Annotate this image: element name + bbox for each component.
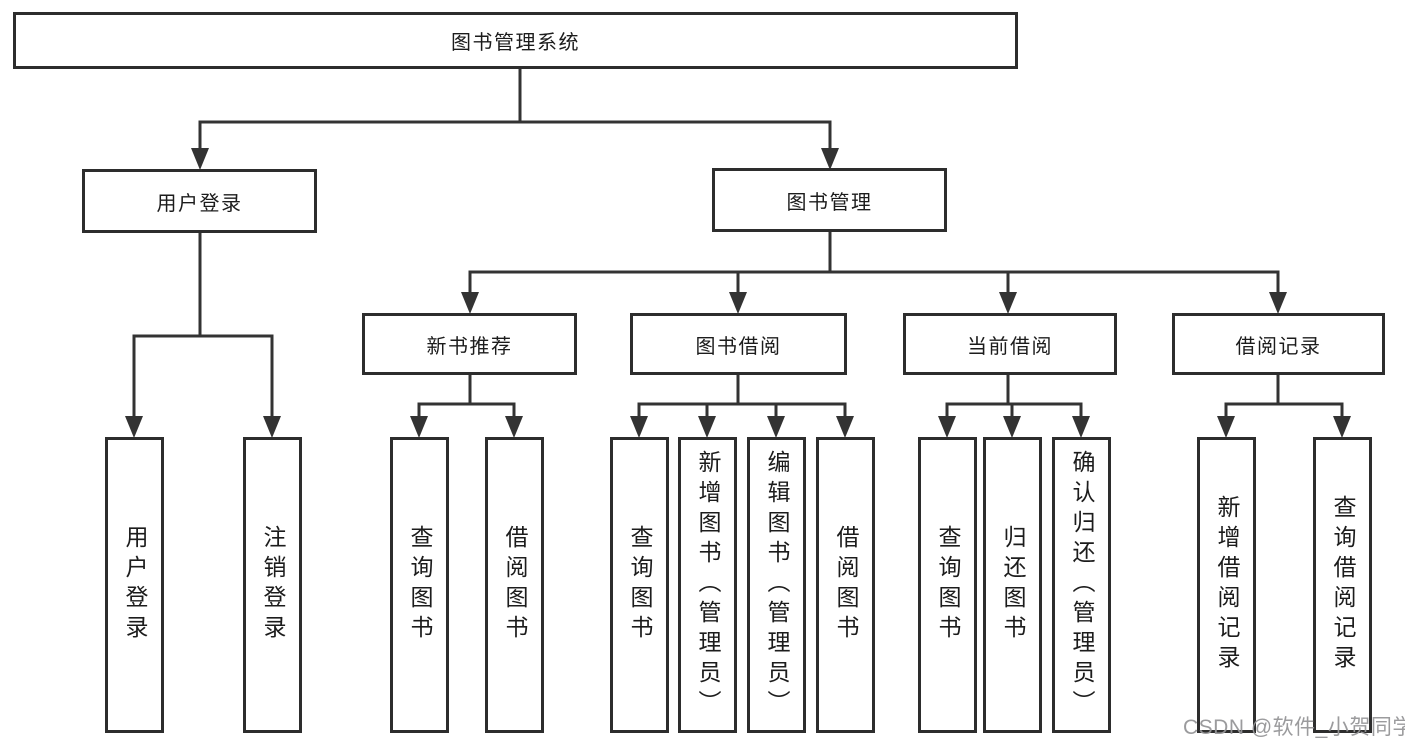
node-book-management: 图书管理 <box>712 168 947 232</box>
node-label: 归还图书 <box>1000 525 1026 645</box>
node-label: 借阅图书 <box>833 525 859 645</box>
leaf-query-books-current: 查询图书 <box>918 437 977 733</box>
node-label: 新增借阅记录 <box>1214 495 1240 675</box>
node-label: 确认归还（管理员） <box>1069 450 1095 720</box>
leaf-borrow-books-recommend: 借阅图书 <box>485 437 544 733</box>
connector-current-borrow-to-leaves <box>938 375 1090 438</box>
node-label: 借阅图书 <box>502 525 528 645</box>
node-label: 用户登录 <box>122 525 148 645</box>
node-borrow-records: 借阅记录 <box>1172 313 1385 375</box>
node-label: 图书管理系统 <box>451 32 580 54</box>
node-label: 查询借阅记录 <box>1330 495 1356 675</box>
node-label: 借阅记录 <box>1235 335 1322 358</box>
leaf-confirm-return-admin: 确认归还（管理员） <box>1052 437 1111 733</box>
connector-user-login-to-leaves <box>125 233 281 438</box>
leaf-add-borrow-record: 新增借阅记录 <box>1197 437 1256 733</box>
node-label: 图书管理 <box>786 191 873 214</box>
node-label: 查询图书 <box>935 525 961 645</box>
leaf-edit-book-admin: 编辑图书（管理员） <box>747 437 806 733</box>
node-user-login: 用户登录 <box>82 169 317 233</box>
node-new-book-recommend: 新书推荐 <box>362 313 577 375</box>
node-root-library-system: 图书管理系统 <box>13 12 1018 69</box>
node-label: 新书推荐 <box>426 335 513 358</box>
node-label: 用户登录 <box>156 192 243 215</box>
leaf-add-book-admin: 新增图书（管理员） <box>678 437 737 733</box>
leaf-borrow-books: 借阅图书 <box>816 437 875 733</box>
connector-new-book-to-leaves <box>410 375 523 438</box>
connector-book-borrow-to-leaves <box>630 375 854 438</box>
node-label: 查询图书 <box>627 525 653 645</box>
node-book-borrow: 图书借阅 <box>630 313 847 375</box>
connector-borrow-records-to-leaves <box>1217 375 1351 438</box>
leaf-user-login: 用户登录 <box>105 437 164 733</box>
leaf-query-borrow-record: 查询借阅记录 <box>1313 437 1372 733</box>
leaf-query-books-borrow: 查询图书 <box>610 437 669 733</box>
node-label: 注销登录 <box>260 525 286 645</box>
node-label: 查询图书 <box>407 525 433 645</box>
leaf-query-books-recommend: 查询图书 <box>390 437 449 733</box>
connector-book-management-to-level3 <box>461 232 1287 314</box>
node-label: 图书借阅 <box>695 335 782 358</box>
csdn-watermark: CSDN @软件_小贺同学 <box>1183 716 1405 739</box>
leaf-logout: 注销登录 <box>243 437 302 733</box>
node-label: 编辑图书（管理员） <box>764 450 790 720</box>
connector-root-to-level2 <box>191 68 839 170</box>
node-current-borrow: 当前借阅 <box>903 313 1117 375</box>
leaf-return-book: 归还图书 <box>983 437 1042 733</box>
node-label: 当前借阅 <box>967 335 1053 358</box>
node-label: 新增图书（管理员） <box>695 450 721 720</box>
